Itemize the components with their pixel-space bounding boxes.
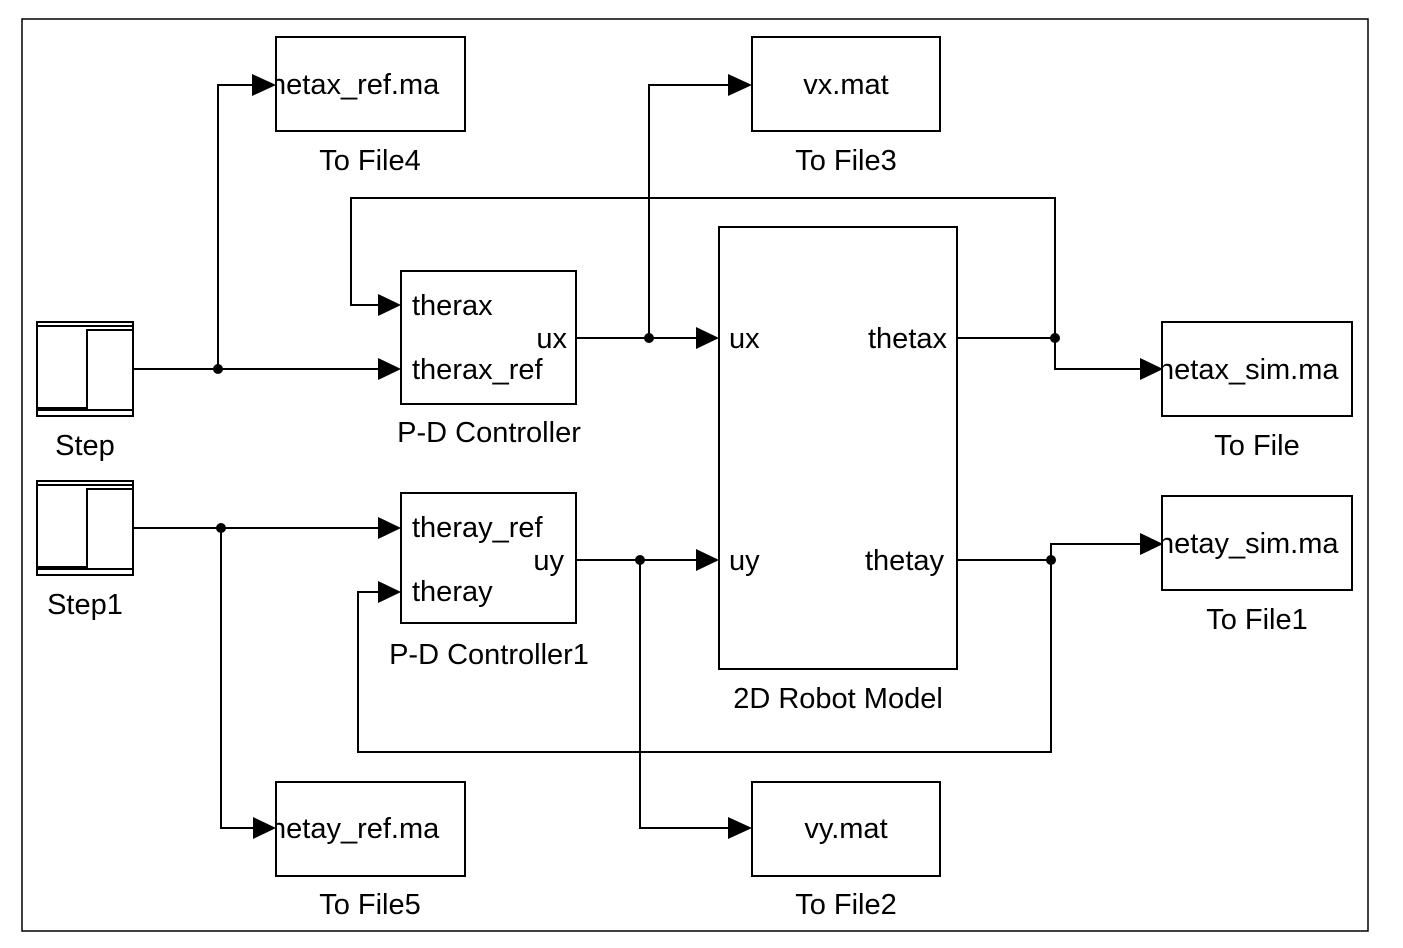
pd-controller1-label: P-D Controller1 [389,639,589,671]
to-file1-label: To File1 [1206,604,1308,636]
step-block[interactable]: Step [36,321,134,462]
robot-in-uy: uy [729,545,760,577]
to-file-filename: hetax_sim.ma [1158,354,1339,386]
pd-controller-label: P-D Controller [397,417,581,449]
arrowheads [252,74,1163,839]
diagram-frame [21,18,1369,932]
pd-controller-out-ux: ux [536,323,567,355]
pd-controller1-out-uy: uy [533,545,564,577]
pd-controller1-block[interactable]: theray_ref theray uy P-D Controller1 [389,492,589,671]
to-file5-filename: hetay_ref.ma [270,813,440,845]
to-file4-filename: hetax_ref.ma [270,69,440,101]
robot-out-thetax: thetax [868,323,947,355]
pd-controller-in-therax: therax [412,290,493,322]
to-file3-label: To File3 [795,145,897,177]
to-file2-label: To File2 [795,889,897,921]
signal-lines [134,84,1140,829]
to-file5-label: To File5 [319,889,421,921]
pd-controller1-in-theray: theray [412,576,493,608]
branch-points [213,333,1060,565]
robot-out-thetay: thetay [865,545,944,577]
to-file3-filename: vx.mat [803,69,888,101]
step-label: Step [55,430,115,462]
robot-model-label: 2D Robot Model [733,683,943,715]
to-file-label: To File [1214,430,1299,462]
to-file3-block[interactable]: vx.mat To File3 [751,36,941,177]
pd-controller-block[interactable]: therax therax_ref ux P-D Controller [397,270,581,449]
to-file-block[interactable]: hetax_sim.ma To File [1158,321,1353,462]
to-file1-block[interactable]: hetay_sim.ma To File1 [1158,495,1353,636]
pd-controller-in-therax-ref: therax_ref [412,354,544,386]
to-file1-filename: hetay_sim.ma [1158,528,1339,560]
to-file5-block[interactable]: hetay_ref.ma To File5 [270,781,466,921]
to-file4-block[interactable]: hetax_ref.ma To File4 [270,36,466,177]
step1-block[interactable]: Step1 [36,480,134,621]
robot-in-ux: ux [729,323,760,355]
to-file2-block[interactable]: vy.mat To File2 [751,781,941,921]
to-file2-filename: vy.mat [804,813,887,845]
robot-model-block[interactable]: ux uy thetax thetay 2D Robot Model [718,226,958,715]
to-file4-label: To File4 [319,145,421,177]
step1-label: Step1 [47,589,123,621]
pd-controller1-in-theray-ref: theray_ref [412,512,544,544]
